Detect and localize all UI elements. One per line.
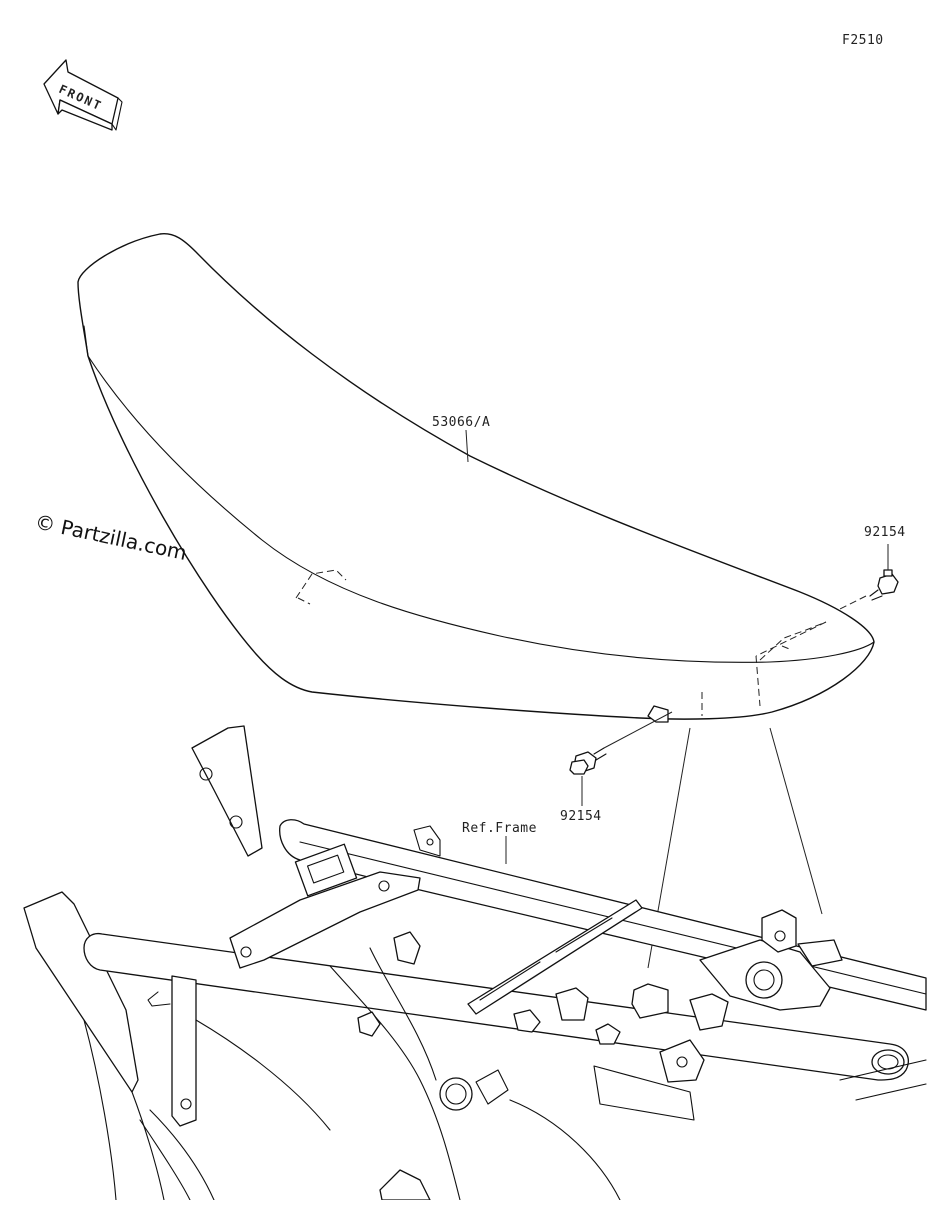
- bolt-rear-part-label: 92154: [864, 525, 906, 540]
- seat-part: [77, 233, 875, 723]
- seat-part-label: 53066/A: [432, 415, 490, 430]
- watermark: © Partzilla.com: [33, 509, 189, 565]
- bolt-front-part-label: 92154: [560, 809, 602, 824]
- figure-code: F2510: [842, 33, 884, 48]
- frame-part: [23, 725, 927, 1201]
- bolt-front-part: [569, 747, 607, 775]
- front-arrow-icon: FRONT: [43, 59, 123, 131]
- frame-part-label: Ref.Frame: [462, 821, 537, 836]
- bolt-rear-part: [869, 569, 899, 601]
